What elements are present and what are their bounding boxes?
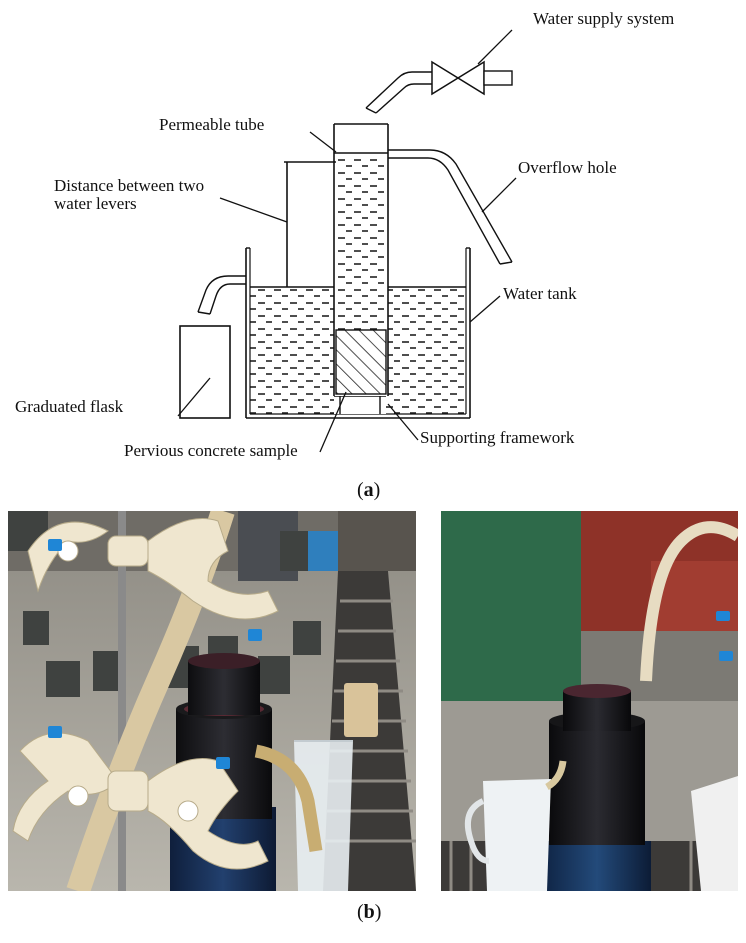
caption-b: (b)	[357, 901, 382, 923]
photo-right	[441, 511, 738, 891]
photo-left	[8, 511, 416, 891]
pervious-concrete-sample	[335, 329, 387, 395]
hose-outflow-right	[545, 760, 567, 791]
beaker-right	[465, 779, 551, 891]
label-graduated-flask: Graduated flask	[15, 397, 124, 416]
permeability-apparatus-diagram	[177, 29, 517, 453]
water-supply-pipe	[365, 71, 432, 114]
caption-b-letter: b	[363, 901, 375, 923]
clamp-upper	[27, 518, 279, 620]
caption-a: (a)	[357, 479, 381, 501]
distance-indicator	[284, 161, 336, 287]
label-supporting-framework: Supporting framework	[420, 428, 575, 447]
stand-rod	[118, 511, 126, 891]
label-pervious-concrete-sample: Pervious concrete sample	[124, 441, 298, 460]
supporting-framework	[334, 394, 386, 414]
outflow-pipe	[197, 275, 246, 315]
label-water-supply-system: Water supply system	[533, 9, 675, 28]
pale-sample	[344, 683, 378, 737]
overflow-pipe	[388, 149, 513, 265]
hose-right	[640, 521, 738, 682]
permeameter-tube-right	[543, 684, 651, 891]
photo-left-scene	[8, 511, 416, 891]
caption-a-letter: a	[363, 479, 374, 501]
valve-icon	[431, 60, 513, 96]
green-cabinet	[441, 511, 581, 701]
label-permeable-tube: Permeable tube	[159, 115, 265, 134]
label-overflow-hole: Overflow hole	[518, 158, 617, 177]
white-sheet	[691, 776, 738, 891]
hose-outflow	[254, 744, 323, 853]
photo-right-scene	[441, 511, 738, 891]
blue-caps-right	[716, 611, 733, 661]
graduated-flask	[179, 325, 231, 419]
label-distance-line2: water levers	[54, 194, 137, 213]
label-distance-line1: Distance between two	[54, 176, 205, 195]
leader-lines	[177, 29, 517, 453]
label-water-tank: Water tank	[503, 284, 577, 303]
beaker	[294, 740, 353, 891]
clamp-lower	[12, 732, 269, 870]
blue-caps	[48, 539, 262, 769]
